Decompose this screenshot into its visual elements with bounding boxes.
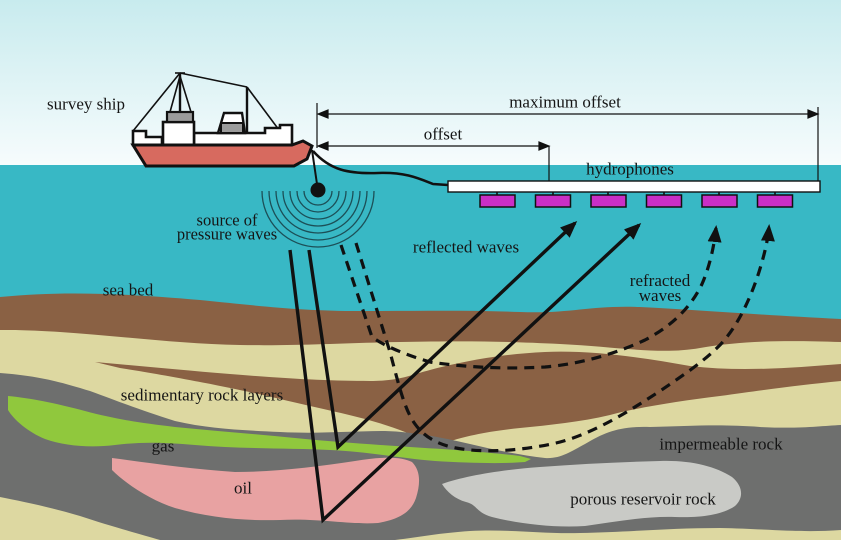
streamer	[447, 180, 821, 208]
source-drop-line	[311, 149, 318, 185]
sedimentary-label: sedimentary rock layers	[120, 385, 284, 405]
pressure-source-ball	[310, 182, 326, 198]
brown-rock-lens	[95, 351, 841, 444]
ship-aft-cabin-base	[220, 122, 244, 134]
survey-ship-shape	[130, 72, 314, 168]
hydrophone-box	[645, 194, 683, 208]
sky	[0, 0, 841, 167]
oil-shape	[112, 457, 420, 524]
source-rig	[310, 149, 449, 198]
hydrophone-box	[701, 194, 738, 208]
source-label-line2: pressure waves	[176, 224, 278, 243]
source-label: source of pressure waves	[176, 210, 278, 243]
porous-rock-label: porous reservoir rock	[570, 489, 716, 509]
gas-shape	[8, 396, 531, 464]
hydrophone-box	[756, 194, 794, 208]
ship-forward-cabin-top	[165, 110, 195, 124]
ship-rigging	[132, 72, 286, 139]
sea-bed-layer	[0, 293, 841, 351]
ship-hull	[130, 139, 314, 168]
reflected-ray-shallow	[307, 220, 578, 451]
impermeable-rock-label: impermeable rock	[659, 434, 783, 454]
streamer-bar	[447, 180, 821, 193]
sea-bed-label: sea bed	[102, 280, 154, 300]
reflected-rays	[288, 220, 642, 524]
measurements	[316, 103, 820, 181]
hydrophone-box	[590, 194, 627, 208]
hydrophone-box	[534, 194, 572, 208]
offset-arrow	[316, 141, 551, 151]
oil-label: oil	[234, 478, 252, 498]
source-label-line1: source of	[196, 210, 258, 230]
porous-rock-shape	[442, 460, 742, 527]
gas-label: gas	[151, 436, 175, 456]
reflected-waves-label: reflected waves	[412, 237, 520, 257]
ship-forward-cabin	[161, 120, 196, 147]
pressure-wave-arcs	[261, 190, 375, 248]
refracted-waves-label: refracted waves	[629, 271, 691, 305]
offset-label: offset	[423, 124, 463, 144]
refracted-ray-2	[354, 224, 775, 453]
tow-cable	[312, 150, 449, 187]
refracted-label-line1: refracted	[629, 271, 691, 290]
maximum-offset-label: maximum offset	[509, 92, 621, 112]
hydrophones-label: hydrophones	[586, 159, 674, 179]
hydrophone-box	[479, 194, 516, 208]
maximum-offset-arrow	[316, 109, 820, 119]
refracted-label-line2: waves	[638, 286, 682, 305]
reflected-ray-deep	[288, 222, 642, 524]
survey-ship-label: survey ship	[47, 94, 125, 114]
